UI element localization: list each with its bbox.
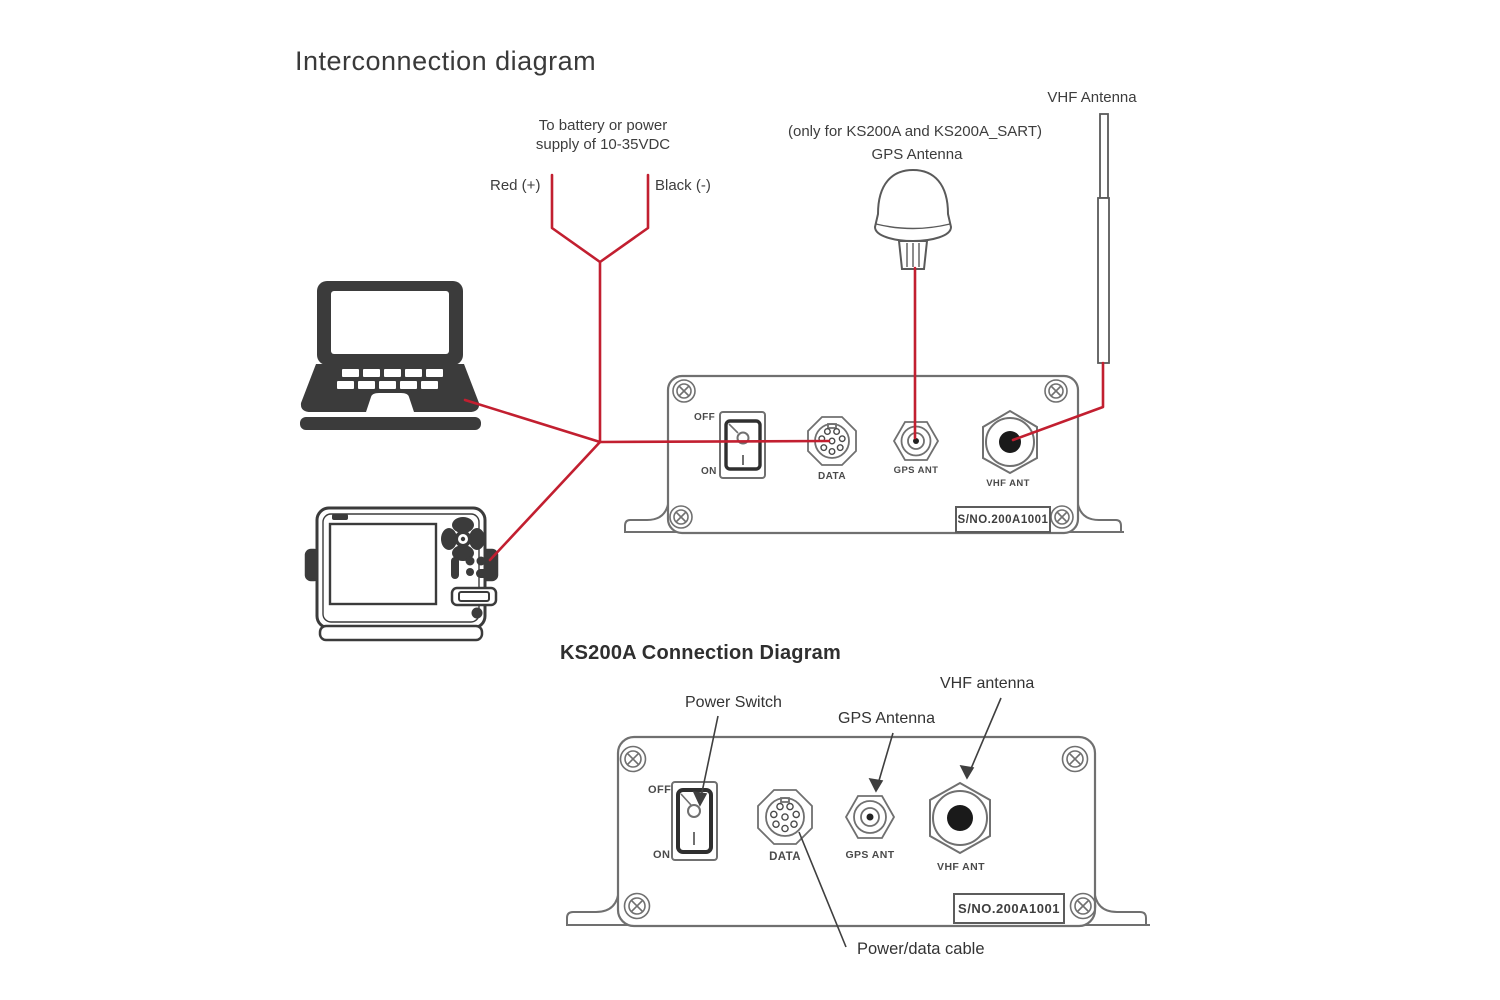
battery-note-line2: supply of 10-35VDC	[535, 136, 671, 153]
power-switch-top	[719, 411, 766, 479]
leader-lines	[692, 697, 1002, 948]
off-label-bottom: OFF	[648, 784, 672, 796]
dpad-icon	[441, 517, 485, 561]
gps-ant-connector-bottom	[844, 795, 896, 839]
gps-antenna-icon	[873, 168, 953, 270]
data-wire	[598, 439, 831, 444]
data-connector-bottom	[757, 789, 813, 845]
display-wire	[488, 440, 602, 562]
red-positive-wire	[550, 173, 602, 444]
gps-antenna-label-top: GPS Antenna	[871, 146, 963, 163]
vhf-antenna-callout: VHF antenna	[940, 675, 1035, 692]
laptop-icon	[300, 281, 481, 430]
on-label-top: ON	[701, 466, 717, 477]
page-title: Interconnection diagram	[295, 46, 597, 76]
vhf-ant-label-bottom: VHF ANT	[937, 861, 985, 873]
power-and-signal-wires	[463, 173, 1105, 562]
display-buttons	[451, 556, 493, 579]
ais-panel-top	[624, 374, 1124, 535]
power-switch-callout: Power Switch	[685, 694, 782, 711]
gps-ant-label-top: GPS ANT	[893, 465, 939, 476]
laptop-wire	[463, 398, 602, 444]
black-wire-label: Black (-)	[655, 177, 711, 194]
on-label-bottom: ON	[653, 849, 671, 861]
chartplotter-icon	[304, 506, 499, 642]
serial-plate-top: S/NO.200A1001	[955, 506, 1051, 533]
battery-note-line1: To battery or power	[538, 117, 668, 134]
gps-note: (only for KS200A and KS200A_SART)	[787, 123, 1043, 140]
data-label-top: DATA	[818, 471, 846, 482]
vhf-antenna-label-top: VHF Antenna	[1047, 89, 1137, 106]
screw-icon	[669, 379, 1074, 529]
data-label-bottom: DATA	[769, 851, 801, 863]
ais-panel-bottom	[566, 735, 1150, 928]
power-switch-bottom	[671, 781, 718, 861]
power-data-cable-callout: Power/data cable	[857, 940, 985, 958]
vhf-antenna-icon	[1097, 113, 1110, 364]
off-label-top: OFF	[694, 412, 716, 423]
gps-ant-label-bottom: GPS ANT	[845, 849, 895, 861]
serial-plate-bottom: S/NO.200A1001	[953, 893, 1065, 924]
gps-antenna-callout: GPS Antenna	[838, 710, 935, 727]
vhf-ant-label-top: VHF ANT	[986, 478, 1030, 489]
screw-icon	[619, 745, 1097, 920]
vhf-ant-connector-bottom	[929, 781, 991, 855]
red-wire-label: Red (+)	[490, 177, 541, 194]
vhf-ant-connector-top	[982, 409, 1038, 475]
connection-diagram-heading: KS200A Connection Diagram	[560, 642, 841, 664]
vhf-wire	[1011, 361, 1105, 442]
black-negative-wire	[598, 173, 650, 264]
